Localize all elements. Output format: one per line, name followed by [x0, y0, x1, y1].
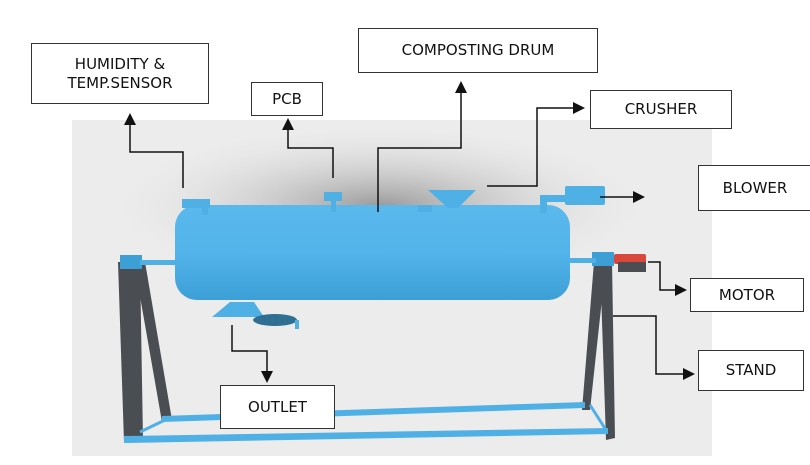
label-stand: STAND	[698, 350, 804, 391]
label-composting-drum: COMPOSTING DRUM	[358, 28, 598, 73]
label-humidity-line1: HUMIDITY &	[74, 54, 166, 73]
stand	[118, 252, 615, 443]
label-blower: BLOWER	[698, 165, 810, 211]
label-humidity-line2: TEMP.SENSOR	[67, 73, 173, 92]
leader-lines	[124, 81, 695, 383]
motor	[614, 254, 646, 272]
label-motor: MOTOR	[690, 278, 804, 312]
composting-drum	[175, 205, 570, 300]
label-outlet: OUTLET	[220, 385, 335, 429]
drum-fittings	[182, 186, 605, 329]
label-crusher: CRUSHER	[590, 90, 732, 129]
label-pcb: PCB	[251, 82, 323, 116]
label-humidity-temp-sensor: HUMIDITY & TEMP.SENSOR	[31, 43, 209, 104]
